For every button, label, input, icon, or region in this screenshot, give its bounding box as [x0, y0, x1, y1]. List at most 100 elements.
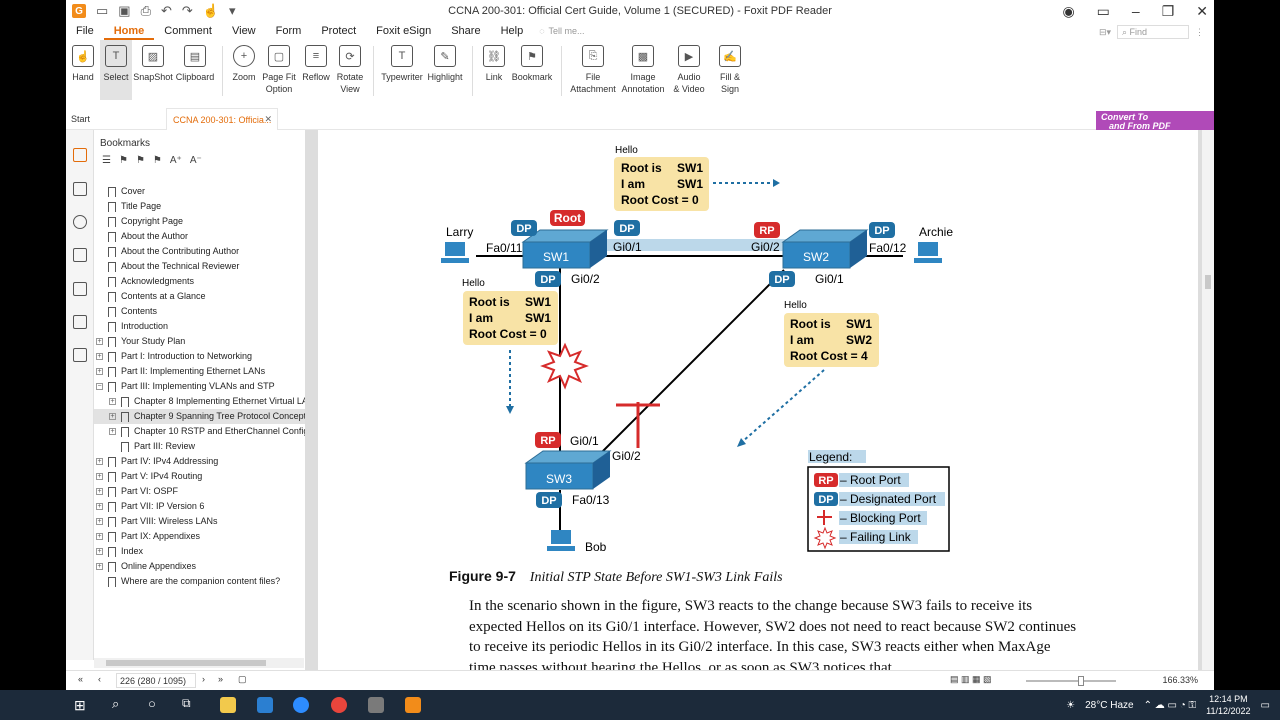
- expand-icon[interactable]: +: [109, 428, 116, 435]
- expand-icon[interactable]: +: [96, 458, 103, 465]
- bookmark-item[interactable]: +Chapter 10 RSTP and EtherChannel Config…: [94, 424, 305, 439]
- bookmark-item[interactable]: Title Page: [94, 199, 305, 214]
- bookmark-item[interactable]: +Part IV: IPv4 Addressing: [94, 454, 305, 469]
- bookmark-item[interactable]: −Part III: Implementing VLANs and STP: [94, 379, 305, 394]
- foxit-taskbar-icon[interactable]: [405, 697, 421, 713]
- restore-icon[interactable]: ❐: [1161, 2, 1175, 19]
- expand-icon[interactable]: +: [96, 473, 103, 480]
- zoom-level[interactable]: 166.33%: [1162, 675, 1198, 685]
- redo-icon[interactable]: ↷: [181, 3, 193, 18]
- file-attachment-button[interactable]: ⎘File Attachment: [568, 40, 618, 100]
- zoom-app-icon[interactable]: [293, 697, 309, 713]
- menu-help[interactable]: Help: [500, 25, 524, 37]
- bookmark-item[interactable]: +Chapter 8 Implementing Ethernet Virtual…: [94, 394, 305, 409]
- clock[interactable]: 12:14 PM 11/12/2022: [1206, 693, 1250, 717]
- expand-icon[interactable]: +: [96, 488, 103, 495]
- menu-foxit-esign[interactable]: Foxit eSign: [376, 25, 432, 37]
- print-icon[interactable]: ⎙: [140, 3, 151, 18]
- search-options-icon[interactable]: ⊟▾: [1098, 26, 1111, 37]
- image-annotation-button[interactable]: ▩Image Annotation: [618, 40, 668, 100]
- expand-icon[interactable]: +: [96, 548, 103, 555]
- zoom-slider[interactable]: [1026, 676, 1116, 686]
- bookmark-options-icon[interactable]: ☰: [102, 155, 111, 166]
- expand-icon[interactable]: +: [96, 518, 103, 525]
- expand-bookmark-icon[interactable]: ⚑: [152, 155, 162, 166]
- menu-share[interactable]: Share: [451, 25, 481, 37]
- hand-tool-icon[interactable]: ☝: [202, 3, 219, 18]
- app-window-icon[interactable]: [368, 697, 384, 713]
- expand-icon[interactable]: +: [96, 338, 103, 345]
- cortana-icon[interactable]: ○: [148, 696, 156, 711]
- close-tab-icon[interactable]: ✕: [264, 114, 272, 124]
- scroll-thumb[interactable]: [1205, 275, 1211, 289]
- menu-comment[interactable]: Comment: [164, 25, 212, 37]
- link-button[interactable]: ⛓Link: [479, 40, 509, 100]
- task-view-icon[interactable]: ⧉: [182, 696, 191, 710]
- menu-file[interactable]: File: [76, 25, 94, 37]
- ribbon-collapse-icon[interactable]: ▭: [1096, 2, 1110, 19]
- bookmark-item[interactable]: +Chapter 9 Spanning Tree Protocol Concep…: [94, 409, 305, 424]
- add-bookmark-icon[interactable]: ⚑: [135, 155, 145, 166]
- bookmark-item[interactable]: Copyright Page: [94, 214, 305, 229]
- app-icon[interactable]: [257, 697, 273, 713]
- undo-icon[interactable]: ↶: [161, 3, 172, 18]
- tab-document[interactable]: CCNA 200-301: Officia... ✕: [166, 108, 278, 130]
- bookmark-item[interactable]: +Part I: Introduction to Networking: [94, 349, 305, 364]
- customize-toolbar-icon[interactable]: ▾: [229, 3, 236, 18]
- bookmark-item[interactable]: +Part VIII: Wireless LANs: [94, 514, 305, 529]
- bookmark-item[interactable]: Introduction: [94, 319, 305, 334]
- increase-font-icon[interactable]: A⁺: [169, 155, 182, 166]
- clipboard-button[interactable]: ▤Clipboard: [174, 40, 216, 100]
- minimize-icon[interactable]: –: [1131, 3, 1140, 19]
- bookmark-item[interactable]: +Part IX: Appendixes: [94, 529, 305, 544]
- tab-start[interactable]: Start: [71, 114, 91, 124]
- first-page-icon[interactable]: «: [78, 674, 84, 684]
- bookmark-item[interactable]: About the Technical Reviewer: [94, 259, 305, 274]
- weather-text[interactable]: 28°C Haze: [1085, 699, 1134, 711]
- tray-icons[interactable]: ⌃ ☁ ▭ ◔ ⚿: [1143, 699, 1197, 711]
- thumbnails-panel-icon[interactable]: [73, 182, 87, 196]
- bookmark-item[interactable]: About the Contributing Author: [94, 244, 305, 259]
- audio-video-button[interactable]: ▶Audio & Video: [668, 40, 710, 100]
- bookmark-item[interactable]: +Index: [94, 544, 305, 559]
- attachments-panel-icon[interactable]: [73, 282, 87, 296]
- bookmarks-panel-icon[interactable]: [73, 148, 87, 162]
- bookmark-item[interactable]: Acknowledgments: [94, 274, 305, 289]
- bookmark-item[interactable]: Part III: Review: [94, 439, 305, 454]
- expand-icon[interactable]: +: [96, 368, 103, 375]
- zoom-slider-knob[interactable]: [1078, 676, 1084, 686]
- zoom-button[interactable]: +Zoom: [229, 40, 259, 100]
- tell-me-box[interactable]: ◌ Tell me...: [539, 26, 584, 36]
- page-number-input[interactable]: 226 (280 / 1095): [116, 673, 196, 688]
- search-icon[interactable]: ⌕: [112, 696, 120, 711]
- snapshot-button[interactable]: ▨SnapShot: [132, 40, 174, 100]
- decrease-font-icon[interactable]: A⁻: [189, 155, 202, 166]
- security-panel-icon[interactable]: [73, 315, 87, 329]
- highlight-button[interactable]: ✎Highlight: [424, 40, 466, 100]
- view-mode-icons[interactable]: ▤ ▥ ▦ ▧: [950, 674, 992, 684]
- convert-pdf-banner[interactable]: Convert To and From PDF: [1096, 111, 1214, 133]
- bookmark-item[interactable]: +Part II: Implementing Ethernet LANs: [94, 364, 305, 379]
- next-page-icon[interactable]: ›: [202, 674, 205, 684]
- bookmark-item[interactable]: Cover: [94, 184, 305, 199]
- collapse-icon[interactable]: −: [96, 383, 103, 390]
- account-icon[interactable]: ◉: [1062, 2, 1075, 19]
- scroll-thumb[interactable]: [106, 660, 266, 666]
- bookmark-button[interactable]: ⚑Bookmark: [509, 40, 555, 100]
- more-options-icon[interactable]: ⋮: [1195, 26, 1204, 37]
- bookmark-item[interactable]: Where are the companion content files?: [94, 574, 305, 589]
- file-explorer-icon[interactable]: [220, 697, 236, 713]
- fit-page-icon[interactable]: ▢: [238, 674, 247, 684]
- menu-form[interactable]: Form: [275, 25, 302, 37]
- bookmark-item[interactable]: +Part VI: OSPF: [94, 484, 305, 499]
- bookmark-item[interactable]: +Online Appendixes: [94, 559, 305, 574]
- document-vertical-scrollbar[interactable]: [1202, 130, 1214, 670]
- notifications-icon[interactable]: ▭: [1260, 699, 1270, 711]
- bookmark-item[interactable]: About the Author: [94, 229, 305, 244]
- menu-home[interactable]: Home: [103, 22, 155, 40]
- bookmark-item[interactable]: Contents at a Glance: [94, 289, 305, 304]
- expand-icon[interactable]: +: [96, 503, 103, 510]
- save-icon[interactable]: ▣: [118, 3, 131, 18]
- bookmark-item[interactable]: +Part V: IPv4 Routing: [94, 469, 305, 484]
